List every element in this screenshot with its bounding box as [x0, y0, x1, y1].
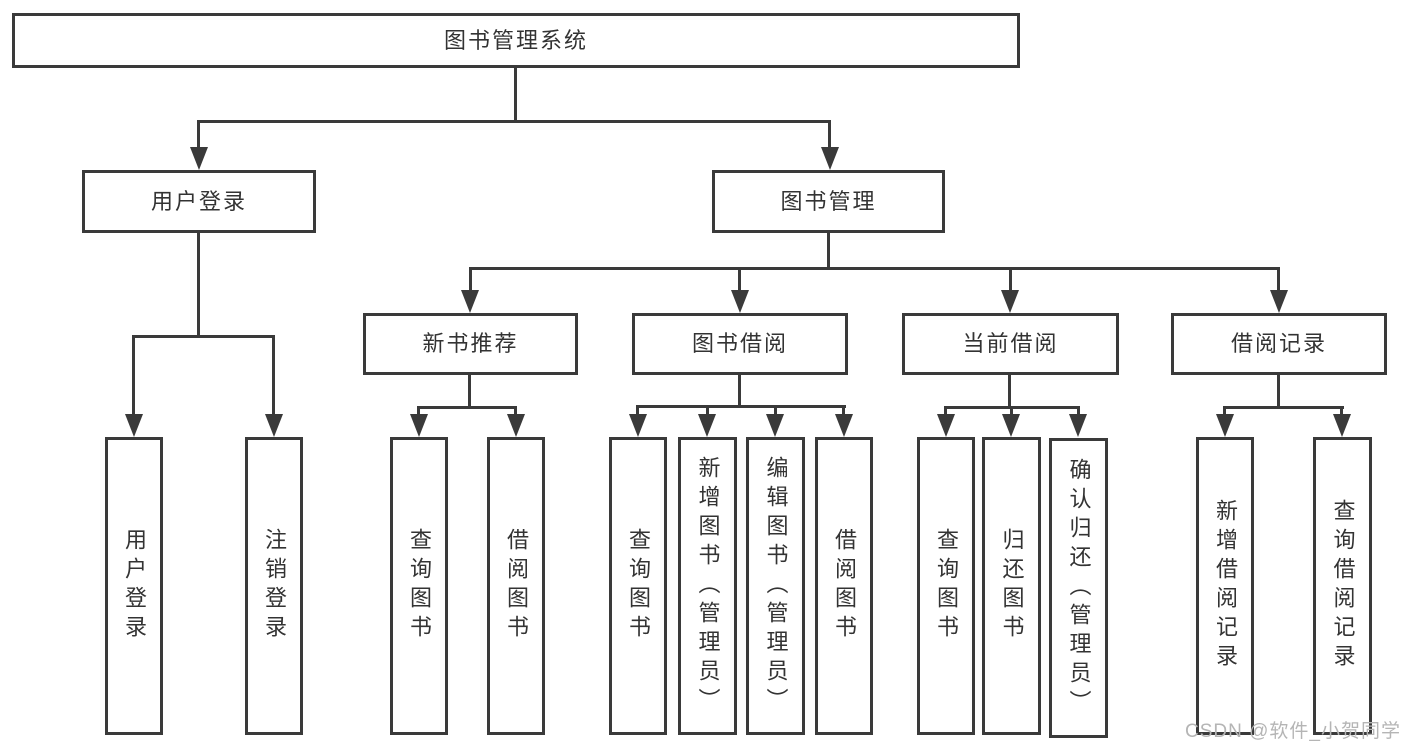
node-label: 图书管理系统 [443, 27, 588, 53]
connector-line [828, 120, 831, 148]
node-borrowing-records: 借阅记录 [1171, 313, 1387, 375]
connector-line [1277, 375, 1280, 406]
connector-line [197, 120, 200, 148]
node-label: 编辑图书（管理员） [763, 455, 789, 717]
connector-line [469, 267, 472, 291]
connector-line [1077, 406, 1080, 418]
node-label: 归还图书 [999, 528, 1025, 644]
node-label: 当前借阅 [962, 331, 1059, 356]
connector-line [132, 335, 275, 338]
arrow-down-icon [731, 290, 749, 313]
leaf-query-books-2: 查询图书 [609, 437, 667, 735]
leaf-borrow-books-2: 借阅图书 [815, 437, 873, 735]
arrow-down-icon [766, 414, 784, 437]
arrow-down-icon [461, 290, 479, 313]
connector-line [944, 406, 947, 418]
connector-line [417, 406, 517, 409]
connector-line [738, 267, 741, 291]
connector-line [842, 405, 845, 418]
node-label: 新增借阅记录 [1213, 499, 1238, 673]
node-label: 图书借阅 [691, 331, 788, 356]
leaf-confirm-return-admin: 确认归还（管理员） [1049, 438, 1108, 738]
node-label: 用户登录 [150, 188, 247, 214]
leaf-return-books: 归还图书 [982, 437, 1041, 735]
leaf-logout: 注销登录 [245, 437, 303, 735]
node-label: 确认归还（管理员） [1066, 457, 1092, 719]
leaf-query-books-1: 查询图书 [390, 437, 448, 735]
connector-line [514, 68, 517, 120]
arrow-down-icon [698, 414, 716, 437]
connector-line [514, 406, 517, 418]
connector-line [272, 335, 275, 415]
node-label: 查询借阅记录 [1330, 499, 1356, 673]
arrow-down-icon [821, 147, 839, 170]
node-label: 注销登录 [262, 528, 287, 644]
node-label: 图书管理 [780, 188, 877, 214]
node-label: 查询图书 [934, 528, 959, 644]
connector-line [636, 405, 846, 408]
node-label: 查询图书 [626, 528, 651, 644]
connector-line [468, 375, 471, 406]
connector-line [132, 335, 135, 415]
connector-line [197, 233, 200, 335]
leaf-user-login: 用户登录 [105, 437, 163, 735]
node-label: 借阅图书 [832, 528, 857, 644]
node-label: 新书推荐 [422, 331, 519, 356]
connector-line [706, 405, 709, 418]
leaf-query-books-3: 查询图书 [917, 437, 975, 735]
arrow-down-icon [1002, 414, 1020, 437]
connector-line [417, 406, 420, 418]
connector-line [469, 267, 1279, 270]
leaf-add-books-admin: 新增图书（管理员） [678, 437, 737, 735]
connector-line [636, 405, 639, 418]
connector-line [1010, 406, 1013, 418]
arrow-down-icon [1001, 290, 1019, 313]
connector-line [197, 120, 831, 123]
node-book-borrowing: 图书借阅 [632, 313, 848, 375]
node-current-borrowing: 当前借阅 [902, 313, 1119, 375]
watermark: CSDN @软件_小贺同学 [1185, 721, 1401, 742]
connector-line [1277, 267, 1280, 291]
node-root-library-system: 图书管理系统 [12, 13, 1020, 68]
arrow-down-icon [835, 414, 853, 437]
arrow-down-icon [125, 414, 143, 437]
arrow-down-icon [937, 414, 955, 437]
connector-line [1223, 406, 1344, 409]
arrow-down-icon [410, 414, 428, 437]
arrow-down-icon [507, 414, 525, 437]
arrow-down-icon [629, 414, 647, 437]
arrow-down-icon [1069, 414, 1087, 437]
arrow-down-icon [190, 147, 208, 170]
connector-line [774, 405, 777, 418]
node-new-book-recommendation: 新书推荐 [363, 313, 578, 375]
node-label: 查询图书 [407, 528, 432, 644]
connector-line [1223, 406, 1226, 418]
arrow-down-icon [1270, 290, 1288, 313]
node-label: 借阅图书 [504, 528, 529, 644]
node-label: 借阅记录 [1230, 331, 1327, 356]
node-user-login-branch: 用户登录 [82, 170, 316, 233]
node-book-management-branch: 图书管理 [712, 170, 945, 233]
connector-line [1340, 406, 1343, 418]
connector-line [827, 233, 830, 267]
arrow-down-icon [265, 414, 283, 437]
connector-line [738, 375, 741, 405]
leaf-query-borrow-record: 查询借阅记录 [1313, 437, 1372, 735]
arrow-down-icon [1216, 414, 1234, 437]
node-label: 新增图书（管理员） [695, 455, 721, 717]
connector-line [1008, 375, 1011, 406]
leaf-edit-books-admin: 编辑图书（管理员） [746, 437, 805, 735]
leaf-add-borrow-record: 新增借阅记录 [1196, 437, 1254, 735]
leaf-borrow-books-1: 借阅图书 [487, 437, 545, 735]
connector-line [1009, 267, 1012, 291]
node-label: 用户登录 [122, 528, 147, 644]
arrow-down-icon [1333, 414, 1351, 437]
